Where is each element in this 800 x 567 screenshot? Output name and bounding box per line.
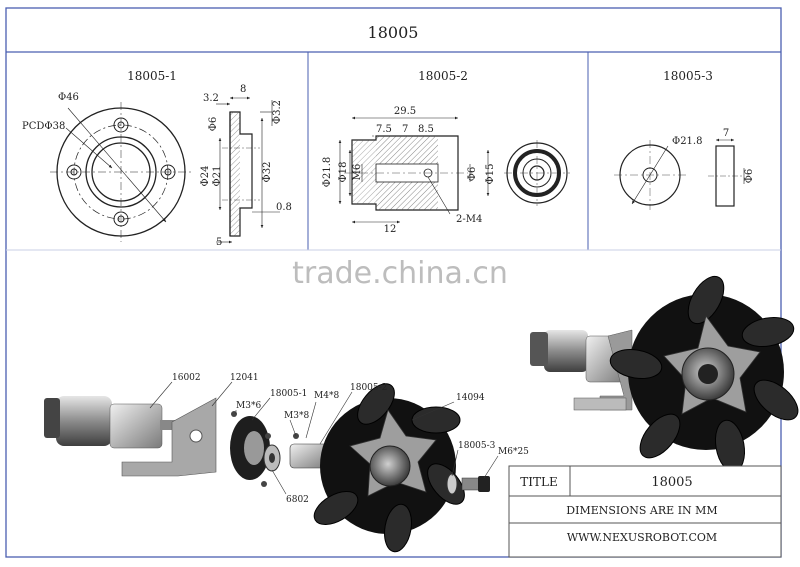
dim-d18: Φ18	[338, 162, 349, 183]
exploded-assembly-render: 16002 12041 18005-1 M3*6 M3*8 M4*8 18005…	[44, 373, 529, 553]
watermark: trade.china.cn	[292, 256, 508, 291]
flange-front-view	[50, 102, 192, 242]
callout-m6x25: M6*25	[498, 447, 529, 457]
dim-d6-washer: Φ6	[744, 169, 755, 184]
title-value: 18005	[651, 475, 692, 490]
callout-18005-1: 18005-1	[270, 389, 307, 399]
dim-d218-washer: Φ21.8	[672, 136, 702, 147]
dim-l12: 12	[384, 224, 397, 235]
dim-l7: 7	[402, 124, 408, 135]
dim-l75: 7.5	[376, 124, 392, 135]
dim-d32: Φ32	[262, 162, 273, 183]
title-block	[508, 465, 782, 558]
assembled-wheel-render	[530, 275, 799, 473]
dim-d21: Φ21	[212, 166, 223, 187]
dim-d46: Φ46	[58, 92, 79, 103]
coupling-end-view	[504, 140, 570, 206]
dim-l295: 29.5	[394, 106, 416, 117]
part-18005-3-drawing: 18005-3 Φ21.8 7 Φ6	[614, 69, 755, 210]
dim-d6: Φ6	[467, 167, 478, 182]
dim-d218: Φ21.8	[322, 157, 333, 187]
callout-m3x8: M3*8	[284, 411, 309, 421]
callout-m3x6: M3*6	[236, 401, 261, 411]
callout-18005-3: 18005-3	[458, 441, 496, 451]
dim-t08: 0.8	[276, 202, 292, 213]
dim-d24: Φ24	[200, 166, 211, 187]
header-title: 18005	[368, 23, 419, 42]
part-18005-2-drawing: 18005-2 29.5 7.5 7 8.5 Φ21.8 Φ18 M6 Φ6	[322, 69, 570, 235]
website-url: WWW.NEXUSROBOT.COM	[567, 531, 717, 544]
callout-14094: 14094	[456, 393, 485, 403]
callout-16002: 16002	[172, 373, 201, 383]
dim-pcd38: PCDΦ38	[22, 121, 65, 132]
washer-front-view	[614, 140, 686, 210]
dim-l85: 8.5	[418, 124, 434, 135]
callout-18005-2: 18005-2	[350, 383, 387, 393]
part-label-18005-1: 18005-1	[127, 69, 177, 83]
drawing-frame	[5, 7, 782, 558]
part-18005-1-drawing: 18005-1 Φ46 PCDΦ38	[22, 69, 292, 248]
dim-t5: 5	[216, 237, 222, 248]
callout-12041: 12041	[230, 373, 259, 383]
coupling-section-view	[338, 116, 490, 224]
dim-m6: M6	[352, 164, 363, 181]
dim-w7-washer: 7	[723, 128, 729, 139]
part-label-18005-2: 18005-2	[418, 69, 468, 83]
washer-side-view	[708, 138, 745, 207]
title-label: TITLE	[520, 475, 557, 489]
flange-side-view	[216, 96, 280, 244]
dim-v32: Φ3.2	[272, 100, 283, 124]
dim-d15: Φ15	[485, 164, 496, 185]
dim-2m4: 2-M4	[456, 214, 482, 225]
dim-w32: 3.2	[203, 93, 219, 104]
dim-w8: 8	[240, 84, 246, 95]
callout-6802: 6802	[286, 495, 309, 505]
dim-d6: Φ6	[208, 117, 219, 132]
units-note: DIMENSIONS ARE IN MM	[566, 504, 717, 517]
part-label-18005-3: 18005-3	[663, 69, 713, 83]
callout-m4x8: M4*8	[314, 391, 339, 401]
